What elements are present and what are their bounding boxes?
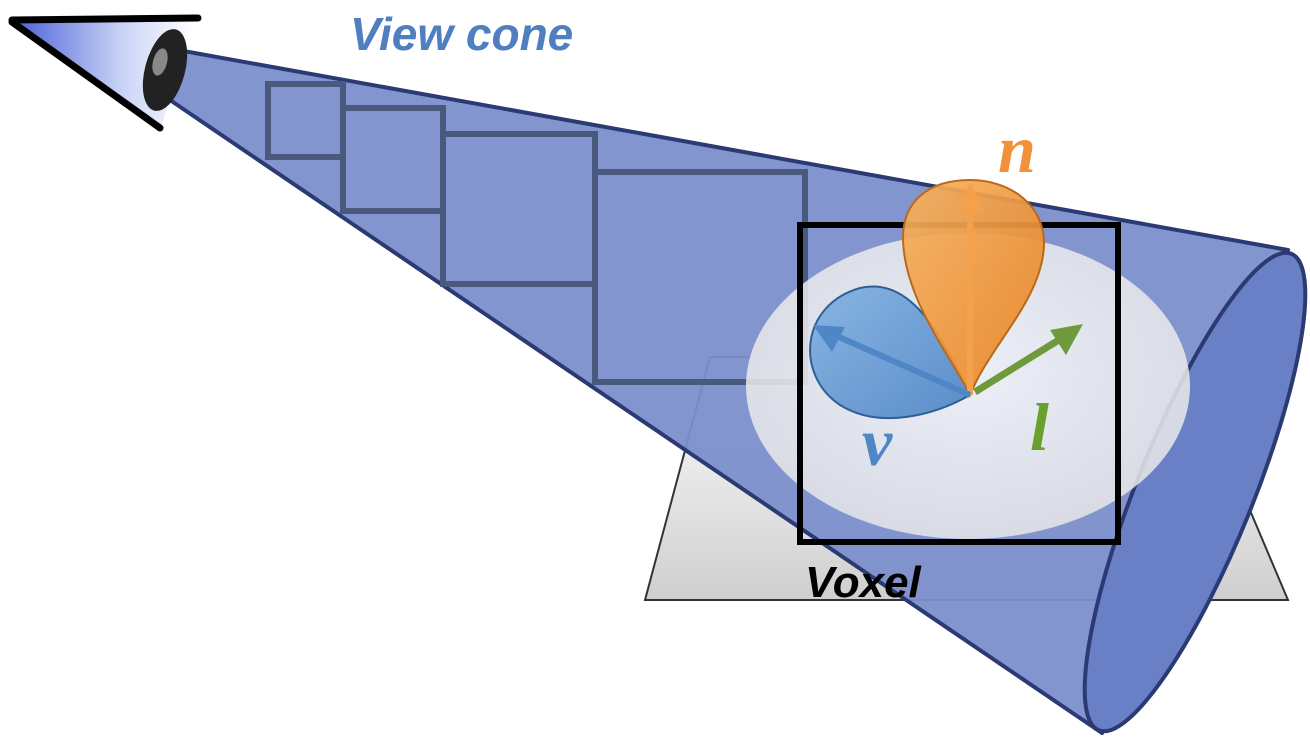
normal-vector <box>955 183 985 395</box>
view-vector <box>813 325 972 398</box>
sample-box-4 <box>592 169 808 385</box>
light-vector <box>973 324 1083 395</box>
voxel-label: Voxel <box>805 558 922 607</box>
view-cone-label: View cone <box>350 8 573 60</box>
eye-icon <box>8 14 202 132</box>
normal-label: n <box>998 111 1036 187</box>
view-label: v <box>862 404 893 480</box>
cone-sample-boxes <box>265 81 808 385</box>
light-label: l <box>1030 389 1049 465</box>
normal-lobe <box>901 178 1046 398</box>
